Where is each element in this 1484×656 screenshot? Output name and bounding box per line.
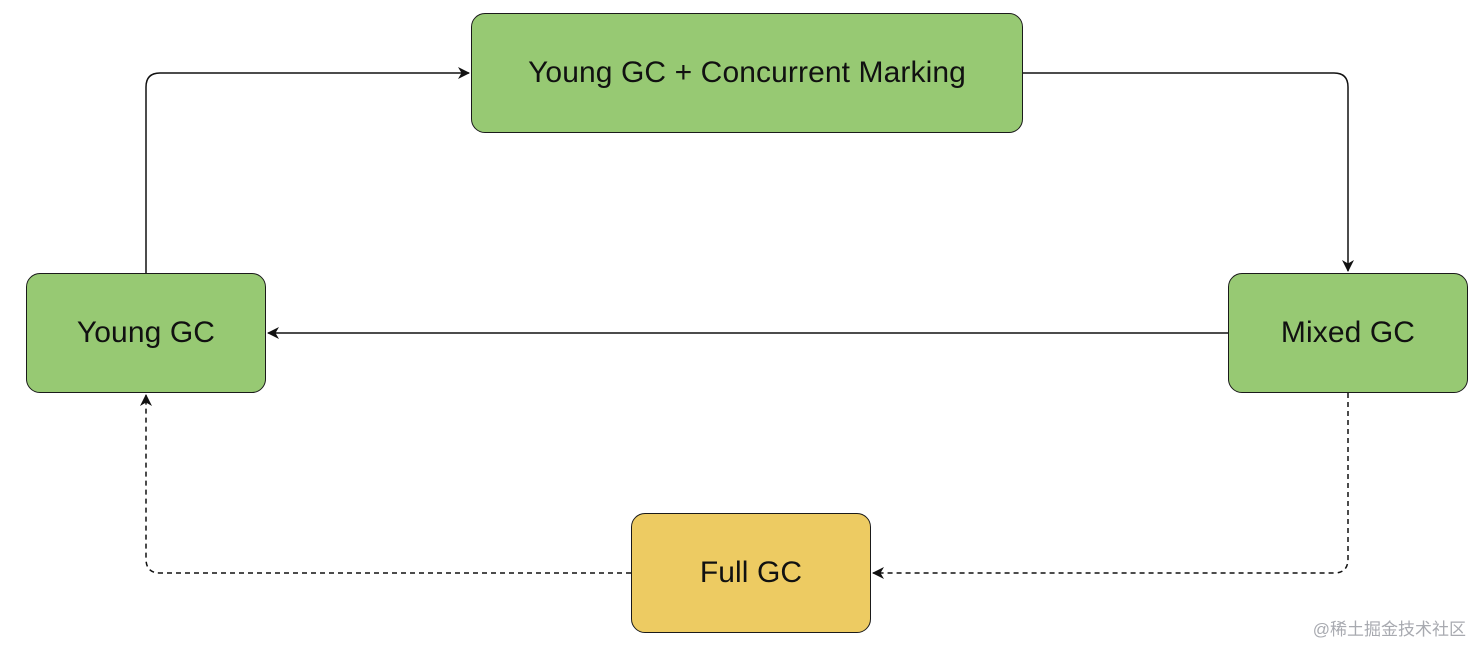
edge-concurrent-to-mixed-gc (1023, 72, 1354, 272)
edge-full-gc-to-young-gc (140, 394, 631, 574)
node-label: Young GC + Concurrent Marking (528, 56, 966, 89)
edge-mixed-gc-to-full-gc (872, 393, 1349, 579)
node-mixed-gc: Mixed GC (1228, 273, 1468, 393)
node-label: Full GC (699, 556, 803, 589)
node-label: Mixed GC (1280, 316, 1416, 349)
watermark: @稀土掘金技术社区 (1312, 620, 1466, 639)
node-full-gc: Full GC (631, 513, 871, 633)
node-label: Young GC (76, 316, 216, 349)
edge-young-gc-to-concurrent (145, 67, 470, 273)
node-young-gc: Young GC (26, 273, 266, 393)
node-young-gc-concurrent-marking: Young GC + Concurrent Marking (471, 13, 1023, 133)
